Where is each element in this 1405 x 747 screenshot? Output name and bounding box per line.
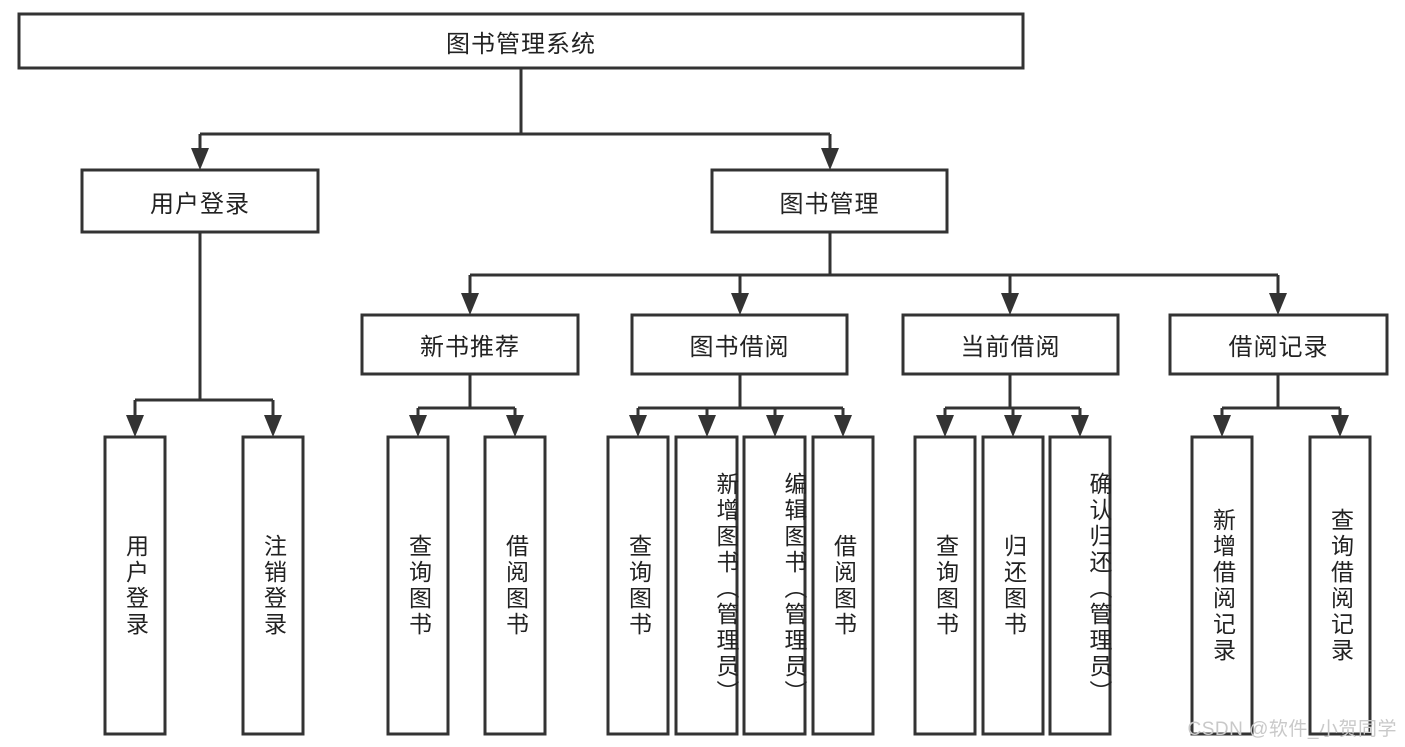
node-box-current-borrow[interactable] xyxy=(901,313,1120,376)
leaf-box-borrow-record-0[interactable] xyxy=(1190,435,1254,736)
leaf-box-book-borrow-2[interactable] xyxy=(742,435,807,736)
arrow-to-leaf-current-borrow-0 xyxy=(936,415,954,437)
arrow-to-leaf-book-borrow-3 xyxy=(834,415,852,437)
edge-currentborrow-to-leaves xyxy=(943,374,1082,422)
edge-borrowrecord-to-leaves xyxy=(1220,374,1342,422)
leaf-box-user-login-0[interactable] xyxy=(103,435,167,736)
arrow-to-leaf-current-borrow-1 xyxy=(1004,415,1022,437)
leaf-box-user-login-1[interactable] xyxy=(241,435,305,736)
label-current-borrow: 当前借阅 xyxy=(960,334,1061,361)
leaf-label-book-borrow-1: 新增图书（管理员） xyxy=(713,471,739,706)
arrow-to-new-book-recommend xyxy=(461,293,479,315)
leaf-box-current-borrow-2[interactable] xyxy=(1048,435,1112,736)
leaf-label-current-borrow-1: 归还图书 xyxy=(1000,533,1027,638)
leaf-box-current-borrow-0[interactable] xyxy=(913,435,977,736)
arrow-to-leaf-book-borrow-2 xyxy=(766,415,784,437)
leaf-box-book-borrow-0[interactable] xyxy=(606,435,670,736)
arrow-to-leaf-borrow-record-0 xyxy=(1213,415,1231,437)
leaf-label-current-borrow-0: 查询图书 xyxy=(932,533,959,638)
leaf-label-borrow-record-1: 查询借阅记录 xyxy=(1327,507,1354,664)
leaf-label-book-borrow-2: 编辑图书（管理员） xyxy=(781,471,807,706)
arrow-to-borrow-record xyxy=(1269,293,1287,315)
arrow-to-leaf-new-book-0 xyxy=(409,415,427,437)
leaf-label-borrow-record-0: 新增借阅记录 xyxy=(1209,507,1236,664)
leaf-box-book-borrow-3[interactable] xyxy=(811,435,875,736)
node-box-root[interactable] xyxy=(17,12,1025,70)
edge-bookborrow-to-leaves xyxy=(636,374,845,422)
leaf-label-current-borrow-2: 确认归还（管理员） xyxy=(1086,471,1112,706)
label-user-login: 用户登录 xyxy=(150,190,250,218)
arrow-to-current-borrow xyxy=(1001,293,1019,315)
label-book-management: 图书管理 xyxy=(779,190,880,218)
arrow-to-leaf-book-borrow-0 xyxy=(629,415,647,437)
arrow-to-user-login xyxy=(191,148,209,170)
label-book-borrow: 图书借阅 xyxy=(689,334,790,361)
edge-root-to-level2 xyxy=(198,68,832,155)
leaf-box-current-borrow-1[interactable] xyxy=(981,435,1045,736)
arrow-to-leaf-current-borrow-2 xyxy=(1071,415,1089,437)
arrow-to-leaf-book-borrow-1 xyxy=(698,415,716,437)
leaf-box-borrow-record-1[interactable] xyxy=(1308,435,1372,736)
leaf-label-user-login-0: 用户登录 xyxy=(122,533,149,638)
edge-bookmgmt-to-level3 xyxy=(468,232,1280,300)
arrow-to-book-management xyxy=(821,148,839,170)
node-box-user-login[interactable] xyxy=(80,168,320,234)
arrow-to-leaf-user-login-0 xyxy=(126,415,144,437)
arrow-to-leaf-user-login-1 xyxy=(264,415,282,437)
leaf-box-new-book-1[interactable] xyxy=(483,435,547,736)
leaf-box-new-book-0[interactable] xyxy=(386,435,450,736)
arrow-to-leaf-new-book-1 xyxy=(506,415,524,437)
label-new-book-recommend: 新书推荐 xyxy=(420,334,520,361)
leaf-label-book-borrow-3: 借阅图书 xyxy=(830,533,857,638)
label-borrow-record: 借阅记录 xyxy=(1228,334,1329,361)
arrow-to-book-borrow xyxy=(731,293,749,315)
leaf-label-user-login-1: 注销登录 xyxy=(260,533,287,638)
arrow-to-leaf-borrow-record-1 xyxy=(1331,415,1349,437)
leaf-label-book-borrow-0: 查询图书 xyxy=(625,533,652,638)
node-box-new-book-recommend[interactable] xyxy=(360,313,580,376)
leaf-label-new-book-0: 查询图书 xyxy=(405,533,432,638)
leaf-label-new-book-1: 借阅图书 xyxy=(502,533,529,638)
edge-newbook-to-leaves xyxy=(416,374,517,422)
edge-userlogin-to-leaves xyxy=(133,232,275,422)
label-root: 图书管理系统 xyxy=(446,30,596,58)
leaf-box-book-borrow-1[interactable] xyxy=(674,435,739,736)
